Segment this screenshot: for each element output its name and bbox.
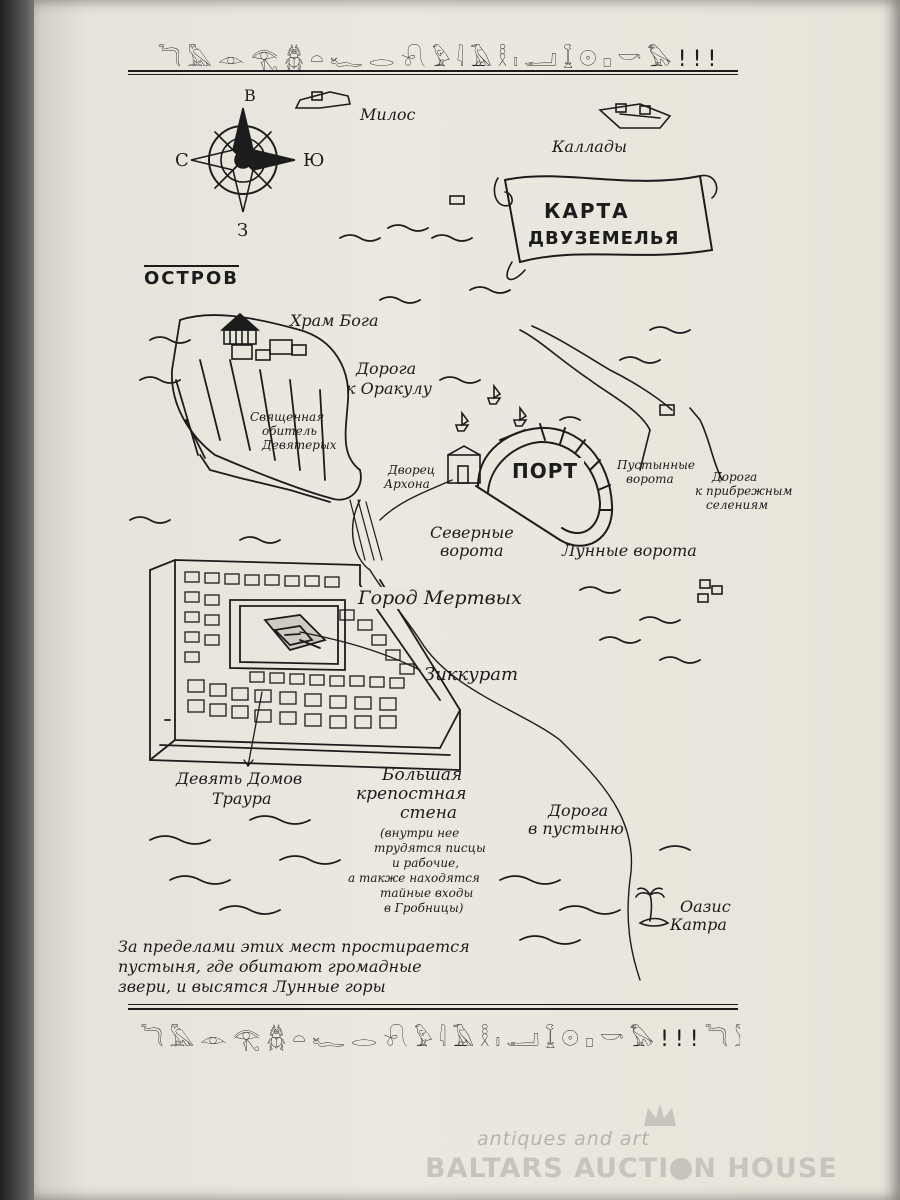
wall-note-line-3: и рабочие, [392,856,460,870]
coast-road-icon [639,429,651,471]
ship-icon-1 [486,383,502,405]
oracle-road-label-1: Дорога [356,359,417,378]
desert-road-label-1: Дорога [548,801,609,820]
oasis-label-2: Катра [670,915,727,934]
nine-houses-label-2: Траура [212,789,272,808]
palm-tree-icon [635,887,670,927]
island-heading: ОСТРОВ [144,265,240,289]
ship-icon-2 [454,410,470,432]
nine-houses-arrow [243,759,254,768]
milos-island-icon [294,91,351,109]
compass-south-label: З [237,220,249,241]
temple-icon [219,312,261,345]
wall-note-line-5: тайные входы [380,886,474,900]
kallady-islands-icon [598,103,672,129]
city-houses-icon [184,571,415,729]
title-scroll-icon [493,174,718,281]
desert-road-label-2: в пустыню [528,819,624,838]
north-gate-label-1: Северные [430,523,514,542]
hieroglyph-border-bottom: 𓆓𓅓𓁹𓂀𓆣𓏏𓆑𓂋𓍯𓅱𓇋𓄿𓎛𓏤𓂝𓆼𓇳𓊪𓎡𓅃!!!𓆓𓅓 [140,1027,740,1052]
compass-rose-icon [190,107,296,213]
footer-note-line-3: звери, и высятся Лунные горы [118,977,386,996]
watermark-house-name: BALTARS AUCTI N HOUSE [425,1153,838,1184]
temple-label: Храм Бога [290,311,379,330]
wall-note-line-6: в Гробницы) [384,901,464,915]
great-wall-label-1: Большая [382,765,463,785]
desert-gate-label-2: ворота [626,472,674,486]
watermark-tagline: antiques and art [477,1128,650,1150]
bridge-icon [349,499,383,561]
islets-icon [697,579,723,603]
desert-gate-label-1: Пустынные [617,458,695,472]
map-title-line1: КАРТА [544,199,630,223]
great-wall-label-3: стена [400,803,458,823]
abode-label-1: Священная [250,410,325,424]
coast-road-label-3: селениям [706,498,769,512]
port-label: ПОРТ [506,458,585,484]
wall-note-line-2: трудятся писцы [374,841,486,855]
city-of-dead-label: Город Мертвых [354,587,526,609]
wall-note-line-4: а также находятся [348,871,480,885]
island-icon [171,314,362,503]
islet-icon-3 [449,195,465,205]
abode-label-3: Девятерых [262,438,337,452]
book-spine [0,0,40,1200]
islet-icon-2 [659,404,675,416]
moon-gate-label: Лунные ворота [562,541,697,560]
great-wall-label-2: крепостная [356,784,467,804]
coast-road-label-1: Дорога [712,470,758,484]
hieroglyph-border-top: 𓆓𓅓𓁹𓂀𓆣𓏏𓆑𓂋𓍯𓅱𓇋𓄿𓎛𓏤𓂝𓆼𓇳𓊪𓎡𓅃!!! [157,47,723,72]
oasis-label-1: Оазис [680,897,731,916]
coastline-icon [519,325,673,431]
coast-road-icon-2 [689,407,723,481]
desert-road-icon [352,499,641,981]
ship-icon-3 [512,405,528,427]
abode-label-2: обитель [262,424,317,438]
crown-icon [644,1104,676,1126]
city-of-dead-icon [149,559,461,771]
kallady-label: Каллады [552,137,628,156]
border-rule-top [128,70,738,72]
watermark-house-name-a: BALTARS AUCTI [425,1153,670,1184]
watermark-o-disc-icon [670,1158,693,1180]
compass-east-label: Ю [303,150,325,171]
footer-note-line-1: За пределами этих мест простирается [118,937,470,956]
compass-west-label: С [175,150,189,171]
sea-waves-icon [129,224,701,945]
footer-note-line-2: пустыня, где обитают громадные [118,957,422,976]
border-rule-bottom-thin [128,1004,738,1005]
harbor-wall-icon [475,423,614,547]
border-rule-top-thin [128,74,738,75]
nine-houses-pointer-line [247,691,263,767]
compass-north-label: В [244,86,256,105]
nine-houses-label-1: Девять Домов [176,769,303,788]
ziggurat-label: Зиккурат [424,664,519,685]
ziggurat-pointer-line [299,631,421,671]
milos-label: Милос [360,105,416,124]
map-title-line2: ДВУЗЕМЕЛЬЯ [528,228,680,249]
palace-icon [447,445,481,484]
north-gate-label-2: ворота [440,541,504,560]
watermark-house-name-b: N HOUSE [693,1153,838,1184]
palace-label-2: Архона [384,477,430,491]
palace-label-1: Дворец [388,463,436,477]
coast-road-label-2: к прибрежным [695,484,793,498]
palace-road-icon [379,479,453,521]
wall-note-line-1: (внутри нее [380,826,460,840]
oracle-road-label-2: к Оракулу [346,379,432,398]
border-rule-bottom [128,1008,738,1010]
buildings-icon [231,339,307,361]
